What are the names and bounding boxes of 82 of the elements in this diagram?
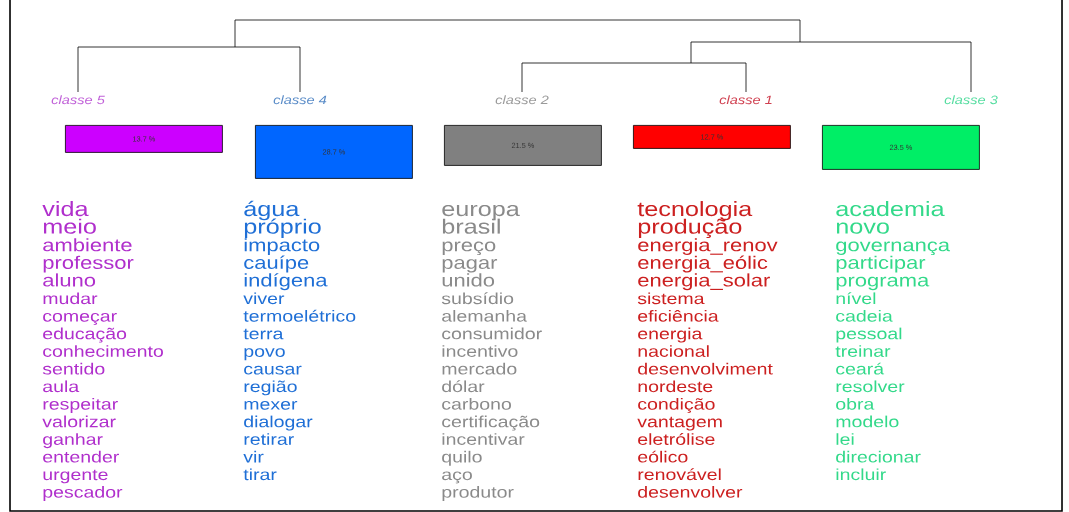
word: quilo	[442, 450, 482, 466]
class-title: classe 4	[273, 95, 327, 105]
word: obra	[836, 398, 875, 410]
word: certificação	[442, 415, 540, 431]
word: novo	[836, 222, 889, 234]
word: pessoal	[836, 327, 902, 343]
word: desenvolviment	[638, 362, 773, 375]
word: começar	[43, 313, 117, 325]
word: ambiente	[43, 238, 132, 252]
word: pescador	[43, 486, 123, 501]
word: incentivar	[442, 433, 525, 445]
word: ganhar	[43, 433, 103, 449]
word: eletrólise	[638, 433, 715, 445]
word: alemanha	[442, 310, 527, 322]
word: valorizar	[42, 415, 116, 428]
word: nacional	[638, 345, 709, 357]
word: ceará	[836, 362, 885, 375]
word: aluno	[43, 273, 96, 287]
word: carbono	[442, 398, 511, 410]
word: aço	[442, 471, 472, 484]
word: terra	[243, 328, 284, 340]
word: produtor	[442, 486, 514, 501]
word: nível	[836, 292, 876, 305]
word: renovável	[638, 468, 721, 481]
word: energia	[638, 327, 703, 343]
word: desenvolver	[638, 486, 743, 498]
word: lei	[836, 433, 854, 445]
word: incluir	[836, 468, 886, 481]
word: treinar	[835, 345, 891, 357]
word: mercado	[442, 362, 517, 375]
word: eficiência	[638, 309, 719, 322]
word: cauípe	[244, 255, 309, 273]
word: respeitar	[43, 398, 118, 413]
word: vir	[243, 450, 264, 463]
word: governança	[836, 241, 950, 255]
word: sentido	[42, 362, 105, 375]
word: pagar	[442, 259, 498, 273]
class-title: classe 5	[51, 95, 105, 105]
word: programa	[836, 276, 930, 291]
word: sistema	[637, 292, 705, 305]
class-title: classe 3	[944, 95, 998, 105]
word: resolver	[836, 380, 905, 393]
class-title: classe 1	[719, 95, 772, 105]
word: cadeia	[836, 310, 893, 322]
word: modelo	[836, 415, 899, 428]
word: energia_renov	[638, 238, 778, 255]
word: unido	[442, 273, 495, 287]
word: entender	[43, 450, 119, 463]
word: participar	[836, 255, 926, 273]
word: eólico	[638, 450, 688, 463]
word: professor	[43, 255, 134, 273]
word: energia_eólic	[638, 255, 768, 273]
word: preço	[442, 241, 496, 255]
word: energia_solar	[638, 273, 770, 291]
word: viver	[243, 292, 285, 305]
word: meio	[43, 218, 96, 234]
word: direcionar	[836, 450, 921, 463]
word: impacto	[244, 238, 320, 255]
word: condição	[638, 398, 715, 413]
word: subsídio	[441, 292, 514, 305]
word: causar	[244, 365, 302, 375]
word: indígena	[244, 273, 328, 291]
word: termoelétrico	[243, 309, 356, 322]
word: educação	[43, 327, 127, 343]
word: retirar	[244, 433, 294, 445]
word: conhecimento	[43, 345, 163, 357]
word: dólar	[442, 380, 485, 393]
word: urgente	[43, 469, 108, 484]
word: consumidor	[442, 327, 542, 340]
word: academia	[836, 201, 945, 217]
word: aula	[43, 380, 80, 393]
word: incentivo	[442, 345, 518, 357]
word: tirar	[243, 468, 277, 481]
word: nordeste	[638, 380, 713, 393]
word: vida	[42, 201, 89, 217]
word: povo	[244, 348, 285, 361]
class-title: classe 2	[495, 95, 549, 105]
word: região	[244, 380, 297, 396]
word: vantagem	[637, 416, 722, 431]
word: mexer	[244, 401, 298, 410]
word: mudar	[43, 292, 98, 305]
word: dialogar	[244, 415, 313, 431]
